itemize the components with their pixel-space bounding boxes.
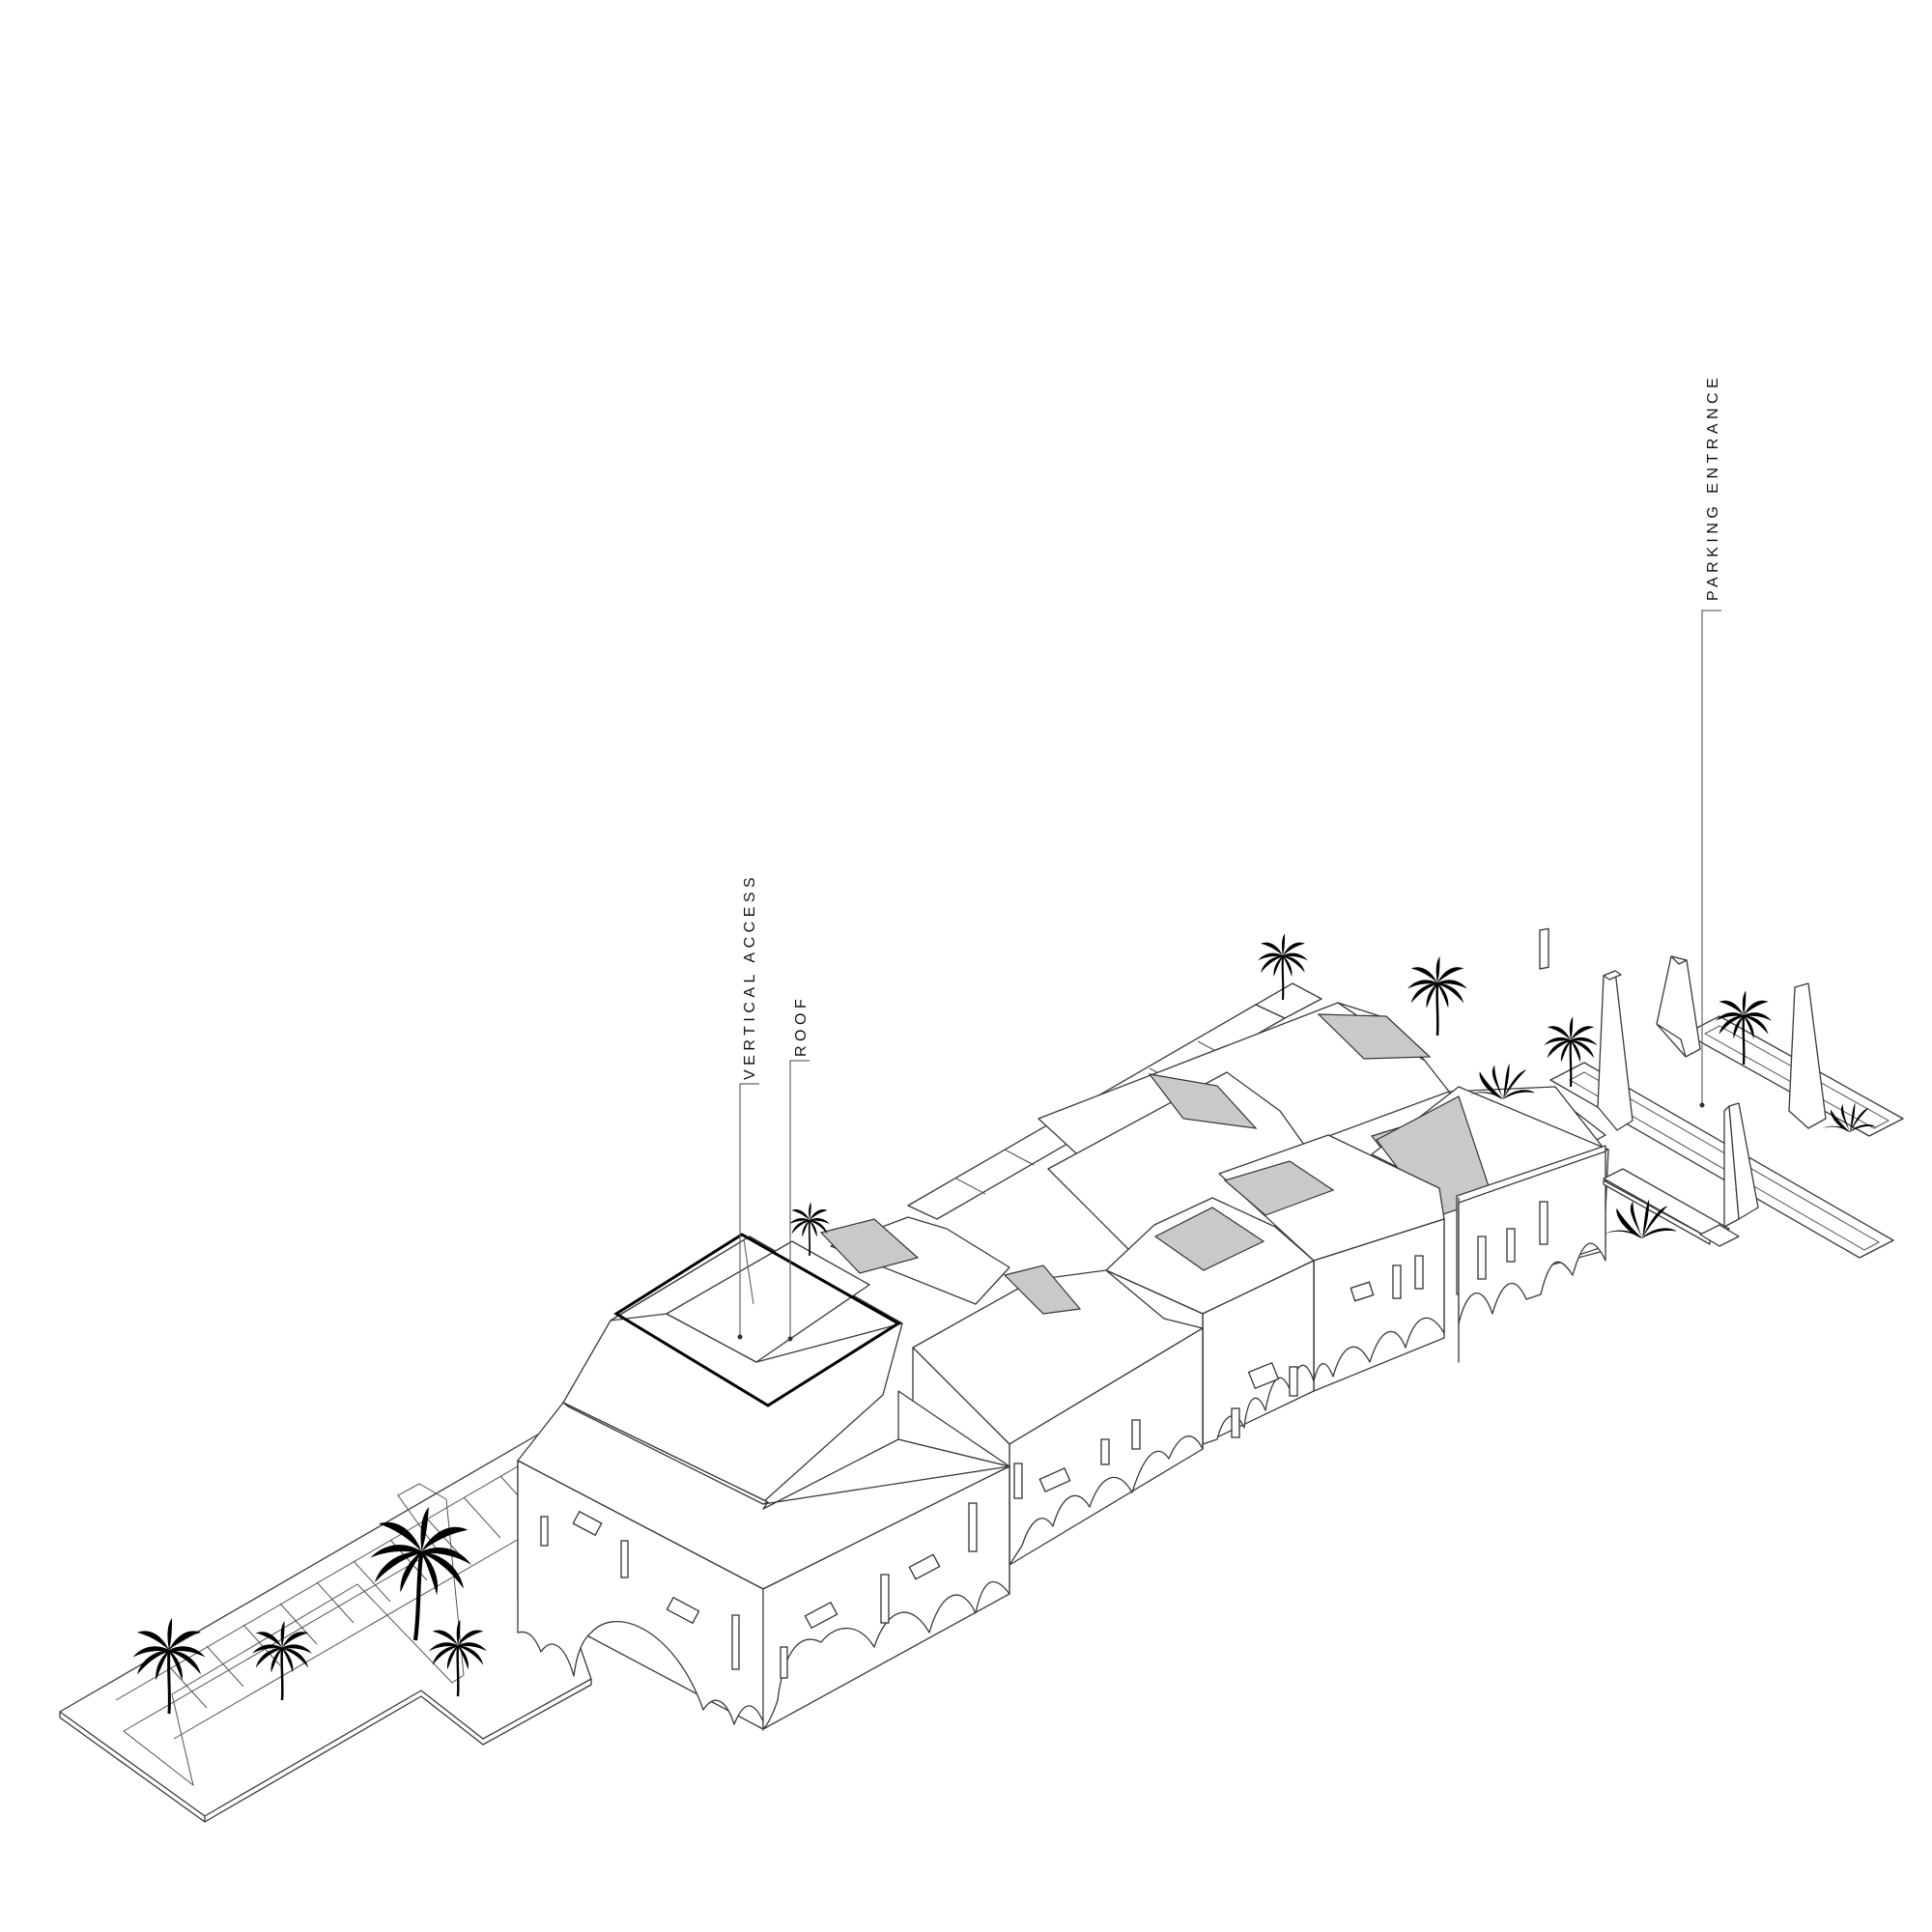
pylon-2	[1656, 955, 1701, 1058]
pylon-1	[1597, 970, 1634, 1131]
pylon-4	[1788, 982, 1827, 1129]
annotation-vertical-access: VERTICAL ACCESS	[737, 873, 759, 1340]
skylight-back-1	[1317, 1013, 1432, 1060]
annotation-roof: ROOF	[787, 995, 810, 1342]
skylight-1	[819, 1218, 920, 1274]
skylight-2	[1003, 1264, 1082, 1315]
parking-entrance-label: PARKING ENTRANCE	[1705, 374, 1721, 601]
skylight-3	[1153, 1207, 1265, 1271]
annotation-parking-entrance: PARKING ENTRANCE	[1699, 374, 1721, 1108]
palm-tree-6	[1406, 954, 1469, 1037]
vertical-access-label: VERTICAL ACCESS	[742, 873, 758, 1080]
skylight-4	[1223, 1160, 1335, 1216]
skylight-back-2	[1148, 1073, 1258, 1129]
parking-entrance-area	[1549, 955, 1904, 1259]
roof-label: ROOF	[793, 995, 810, 1057]
pylon-3	[1723, 1102, 1759, 1228]
roof-highlight	[613, 1233, 901, 1407]
building	[517, 927, 1609, 1731]
